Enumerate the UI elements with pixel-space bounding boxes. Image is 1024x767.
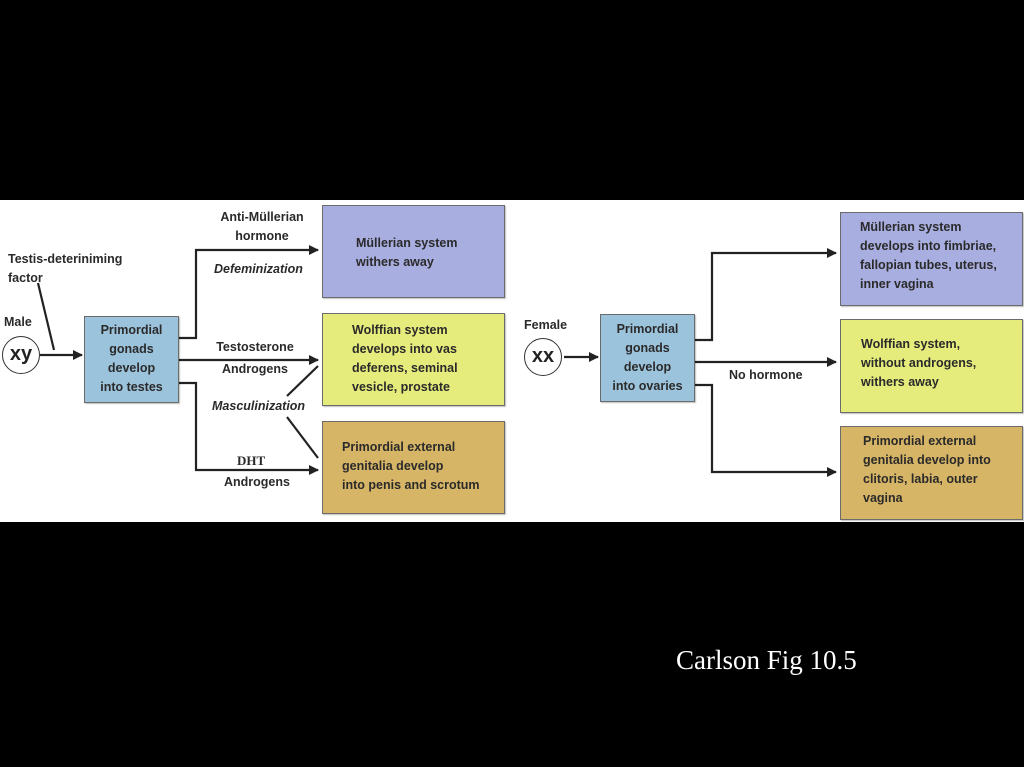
testosterone-androgens-label: Testosterone Androgens [216, 340, 294, 376]
female-external-box: Primordial external genitalia develop in… [840, 426, 1023, 520]
female-label: Female [524, 318, 568, 332]
xy-chromosome-circle: xy [2, 336, 40, 374]
xx-chromosome-circle: xx [524, 338, 562, 376]
testis-factor-label: Testis-deteriniming factor [8, 252, 123, 285]
male-wolffian-box: Wolffian system develops into vas defere… [322, 313, 505, 406]
factor-pointer-line [36, 282, 56, 351]
no-hormone-label: No hormone [729, 368, 803, 382]
arrow-to-external-female [694, 383, 837, 477]
figure-caption: Carlson Fig 10.5 [676, 645, 857, 675]
female-mullerian-box: Müllerian system develops into fimbriae,… [840, 212, 1023, 306]
male-external-box: Primordial external genitalia develop in… [322, 421, 505, 514]
dht-label: DHT [237, 453, 266, 468]
anti-mullerian-hormone-label: Anti-Müllerian hormone [220, 210, 304, 243]
arrow-layer [36, 245, 837, 477]
masculinization-pointer-up [286, 365, 319, 397]
male-mullerian-box: Müllerian system withers away [322, 205, 505, 298]
diagram-panel: Testis-deteriniming factor Male xy Primo… [0, 200, 1024, 522]
defeminization-label: Defeminization [214, 262, 303, 276]
female-wolffian-box: Wolffian system, without androgens, with… [840, 319, 1023, 413]
masculinization-label: Masculinization [212, 399, 306, 413]
female-gonads-box: Primordial gonads develop into ovaries [600, 314, 695, 402]
arrow-to-mullerian-female [694, 248, 837, 342]
arrow-to-external-male [178, 381, 319, 475]
androgens-bottom-label: Androgens [224, 475, 290, 489]
male-gonads-box: Primordial gonads develop into testes [84, 316, 179, 403]
arrow-to-mullerian-male [178, 245, 319, 340]
male-label: Male [4, 315, 32, 329]
masculinization-pointer-down [286, 416, 319, 459]
